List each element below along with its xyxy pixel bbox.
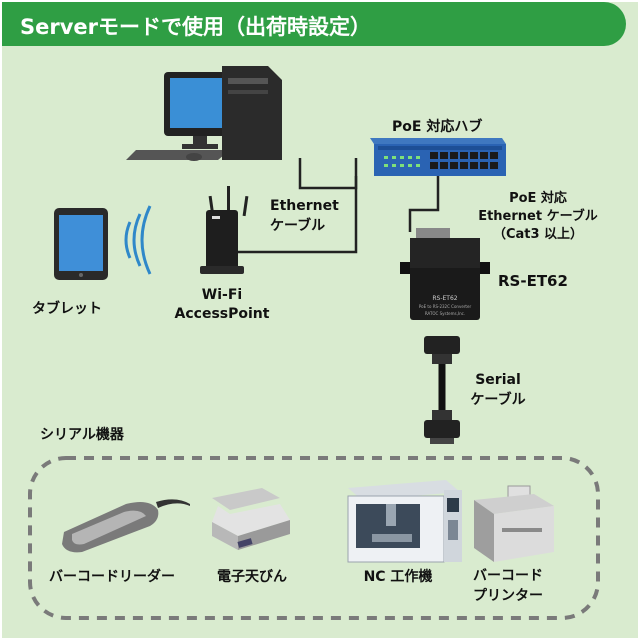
serial-devices-title: シリアル機器 bbox=[40, 427, 124, 443]
header-banner: Serverモードで使用（出荷時設定） bbox=[2, 2, 626, 46]
wireless-waves-icon bbox=[124, 205, 152, 275]
barcode-reader-label: バーコードリーダー bbox=[49, 569, 175, 585]
device-sub-print: PoE to RS-232C Converter bbox=[419, 304, 472, 309]
barcode-reader-icon bbox=[62, 499, 190, 553]
electronic-balance-icon bbox=[212, 488, 290, 550]
serial-cable-icon bbox=[424, 336, 460, 444]
rs-et62-label: RS-ET62 bbox=[498, 272, 568, 290]
device-maker-print: RATOC Systems,Inc. bbox=[425, 311, 465, 316]
header-title: Serverモードで使用（出荷時設定） bbox=[20, 15, 372, 39]
cables bbox=[236, 158, 440, 254]
poe-hub-label: PoE 対応ハブ bbox=[392, 119, 483, 135]
device-model-print: RS-ET62 bbox=[432, 295, 457, 302]
barcode-printer-label: バーコード プリンター bbox=[473, 568, 543, 604]
wifi-access-point-icon bbox=[200, 186, 249, 274]
desktop-pc-icon bbox=[126, 66, 282, 161]
nc-machine-label: NC 工作機 bbox=[363, 569, 433, 585]
serial-devices-group bbox=[28, 456, 600, 620]
tablet-icon bbox=[54, 208, 108, 280]
ethernet-cable-label: Ethernet ケーブル bbox=[270, 198, 339, 234]
cable-hub-rset62 bbox=[408, 176, 440, 232]
electronic-balance-label: 電子天びん bbox=[217, 569, 287, 585]
hub-ports-icon bbox=[430, 152, 498, 169]
hub-leds-icon bbox=[384, 156, 420, 167]
rs-et62-device-icon: RS-ET62 PoE to RS-232C Converter RATOC S… bbox=[400, 228, 490, 320]
wifi-access-point-label: Wi-Fi AccessPoint bbox=[174, 287, 270, 322]
poe-ethernet-cable-label: PoE 対応 Ethernet ケーブル （Cat3 以上） bbox=[478, 191, 598, 242]
nc-machine-icon bbox=[347, 480, 462, 563]
tablet-label: タブレット bbox=[32, 301, 102, 317]
cable-ap-hub bbox=[236, 176, 358, 254]
poe-hub-icon bbox=[370, 138, 506, 176]
serial-cable-label: Serial ケーブル bbox=[470, 372, 526, 408]
cable-pc-hub bbox=[298, 158, 358, 190]
barcode-printer-icon bbox=[474, 485, 554, 562]
